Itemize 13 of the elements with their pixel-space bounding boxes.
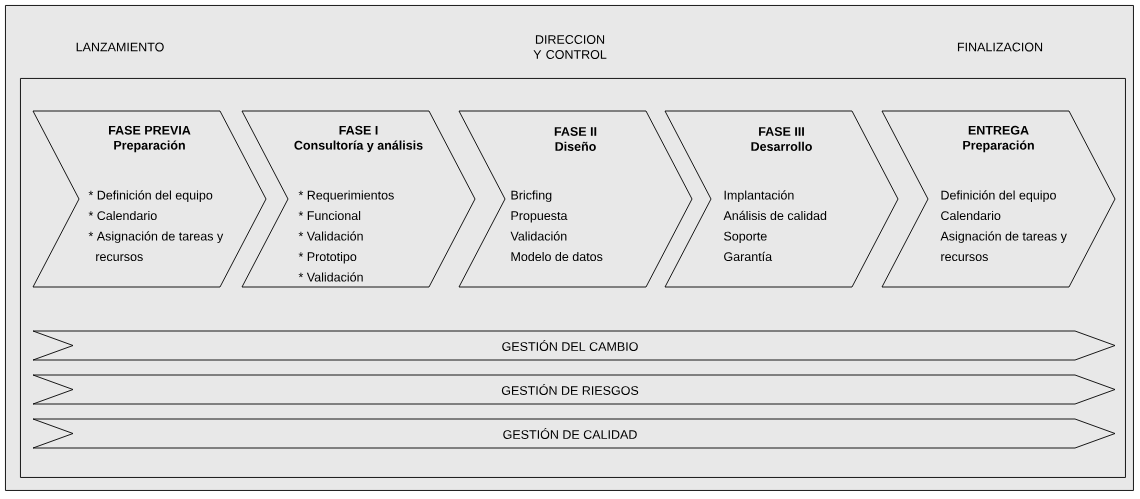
outer-frame xyxy=(5,5,1134,491)
phase-panel: ENTREGA Preparación Definición del equipo Calendario Asignación de tareas y recursos xyxy=(881,110,1116,288)
heading: FINALIZACION xyxy=(957,42,1043,52)
inner-frame xyxy=(20,78,1126,478)
phase-panel: FASE II Diseño Bricfing Propuesta Validación Modelo de datos xyxy=(458,110,693,288)
phase-panel: FASE PREVIA Preparación * Definición del equipo * Calendario * Asignación de tareas y recursos xyxy=(32,110,267,288)
phase-panel: FASE III Desarrollo Implantación Análisis de calidad Soporte Garantía xyxy=(664,110,899,288)
phase-panel: FASE I Consultoría y análisis * Requerimientos * Funcional * Validación * Prototipo * Validación xyxy=(241,110,476,288)
heading: DIRECCION Y CONTROL xyxy=(533,35,607,59)
process-band: GESTIÓN DE RIESGOS xyxy=(32,374,1116,405)
process-band: GESTIÓN DE CALIDAD xyxy=(32,418,1116,449)
heading: LANZAMIENTO xyxy=(76,42,164,52)
process-band: GESTIÓN DEL CAMBIO xyxy=(32,330,1116,361)
